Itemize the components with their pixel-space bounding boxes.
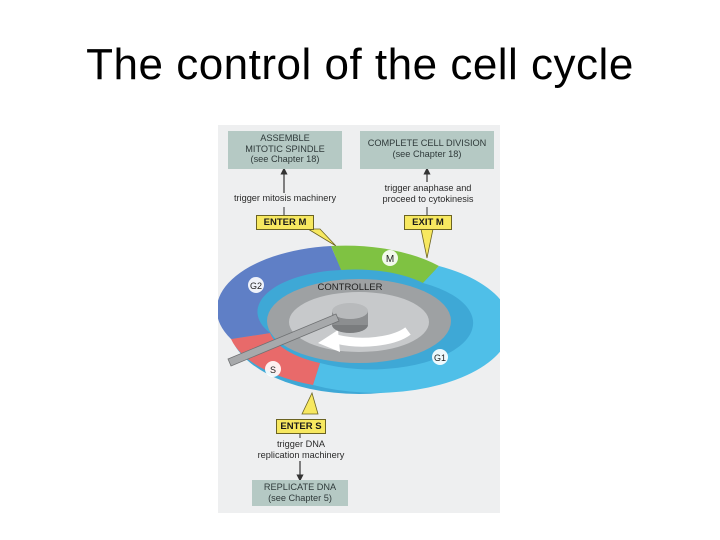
controller-label: CONTROLLER <box>318 282 383 293</box>
trigger-mitosis-line: trigger mitosis machinery <box>233 193 337 203</box>
slide-title: The control of the cell cycle <box>86 40 634 89</box>
assemble-spindle-box: ASSEMBLE MITOTIC SPINDLE (see Chapter 18… <box>228 131 342 169</box>
enter-m-checkpoint: ENTER M <box>256 215 314 230</box>
replicate-dna-box: REPLICATE DNA (see Chapter 5) <box>252 480 348 506</box>
assemble-line-1: ASSEMBLE <box>260 133 310 143</box>
m-phase-marker <box>382 250 398 266</box>
trigger-anaphase-text: trigger anaphase and proceed to cytokine… <box>364 183 492 204</box>
trigger-mitosis-text: trigger mitosis machinery <box>220 193 350 204</box>
controller-arm <box>227 313 340 367</box>
controller-hub-top <box>332 303 368 319</box>
exit-m-pointer <box>420 228 434 259</box>
cell-cycle-diagram: M G2 G1 S CONTROLLER <box>218 167 500 482</box>
complete-division-box: COMPLETE CELL DIVISION (see Chapter 18) <box>360 131 494 169</box>
g1-phase-label: G1 <box>434 353 446 363</box>
trigger-dna-line-1: trigger DNA <box>277 439 325 449</box>
ring-segment-g1 <box>313 266 500 393</box>
ring-segment-m <box>331 245 439 283</box>
assemble-line-2: MITOTIC SPINDLE <box>245 143 325 154</box>
enter-m-pointer <box>306 228 337 247</box>
phase-ring <box>218 245 500 393</box>
replicate-line-2: (see Chapter 5) <box>268 492 332 503</box>
exit-m-checkpoint: EXIT M <box>404 215 452 230</box>
complete-line-1: COMPLETE CELL DIVISION <box>367 138 487 148</box>
replicate-line-1: REPLICATE DNA <box>263 482 337 492</box>
complete-line-2: (see Chapter 18) <box>392 148 462 159</box>
trigger-anaphase-line-2: proceed to cytokinesis <box>382 193 474 204</box>
rotation-arrow-head <box>318 330 340 352</box>
g1-phase-marker <box>432 349 448 365</box>
ring-segment-g2 <box>218 246 341 339</box>
ring-segment-s <box>231 333 320 385</box>
assemble-line-3: (see Chapter 18) <box>250 154 320 164</box>
m-phase-label: M <box>386 254 394 265</box>
g2-phase-label: G2 <box>250 281 262 291</box>
trigger-dna-text: trigger DNA replication machinery <box>248 439 354 460</box>
g2-phase-marker <box>248 277 264 293</box>
enter-s-pointer <box>301 391 319 415</box>
cell-cycle-figure: M G2 G1 S CONTROLLER ASSEMBLE MITOTIC SP… <box>218 125 500 513</box>
enter-s-checkpoint: ENTER S <box>276 419 326 434</box>
trigger-dna-line-2: replication machinery <box>257 449 345 460</box>
s-phase-label: S <box>270 365 276 375</box>
rotation-arrow <box>334 327 411 347</box>
s-phase-marker <box>265 361 281 377</box>
trigger-anaphase-line-1: trigger anaphase and <box>384 183 472 193</box>
